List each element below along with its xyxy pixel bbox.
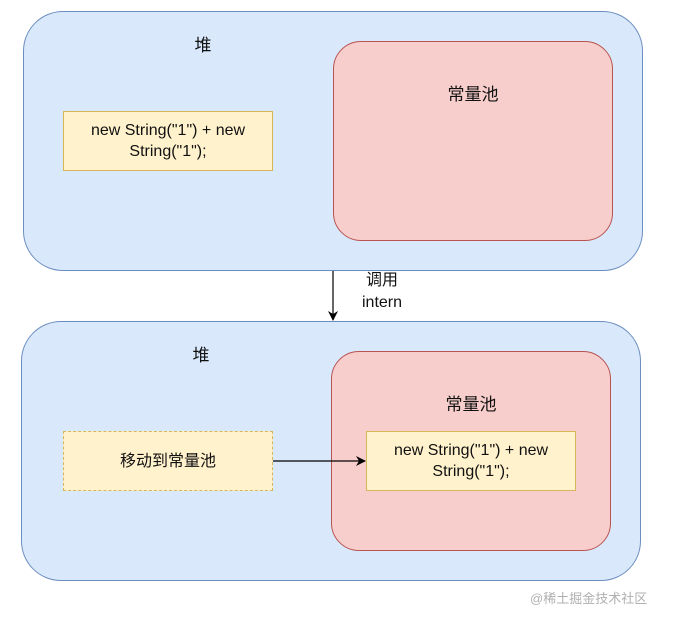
moved-to-pool-box: 移动到常量池 xyxy=(63,431,273,491)
top-constant-pool-label: 常量池 xyxy=(447,85,499,104)
bottom-heap-label: 堆 xyxy=(192,346,210,365)
top-constant-pool xyxy=(333,41,613,241)
bottom-string-object-box: new String("1") + new String("1"); xyxy=(366,431,576,491)
watermark-text: @稀土掘金技术社区 xyxy=(530,591,648,606)
top-heap-label: 堆 xyxy=(194,36,212,55)
top-string-object-box: new String("1") + new String("1"); xyxy=(63,111,273,171)
bottom-constant-pool-label: 常量池 xyxy=(445,395,497,414)
intern-call-label: 调用 intern xyxy=(361,272,403,311)
